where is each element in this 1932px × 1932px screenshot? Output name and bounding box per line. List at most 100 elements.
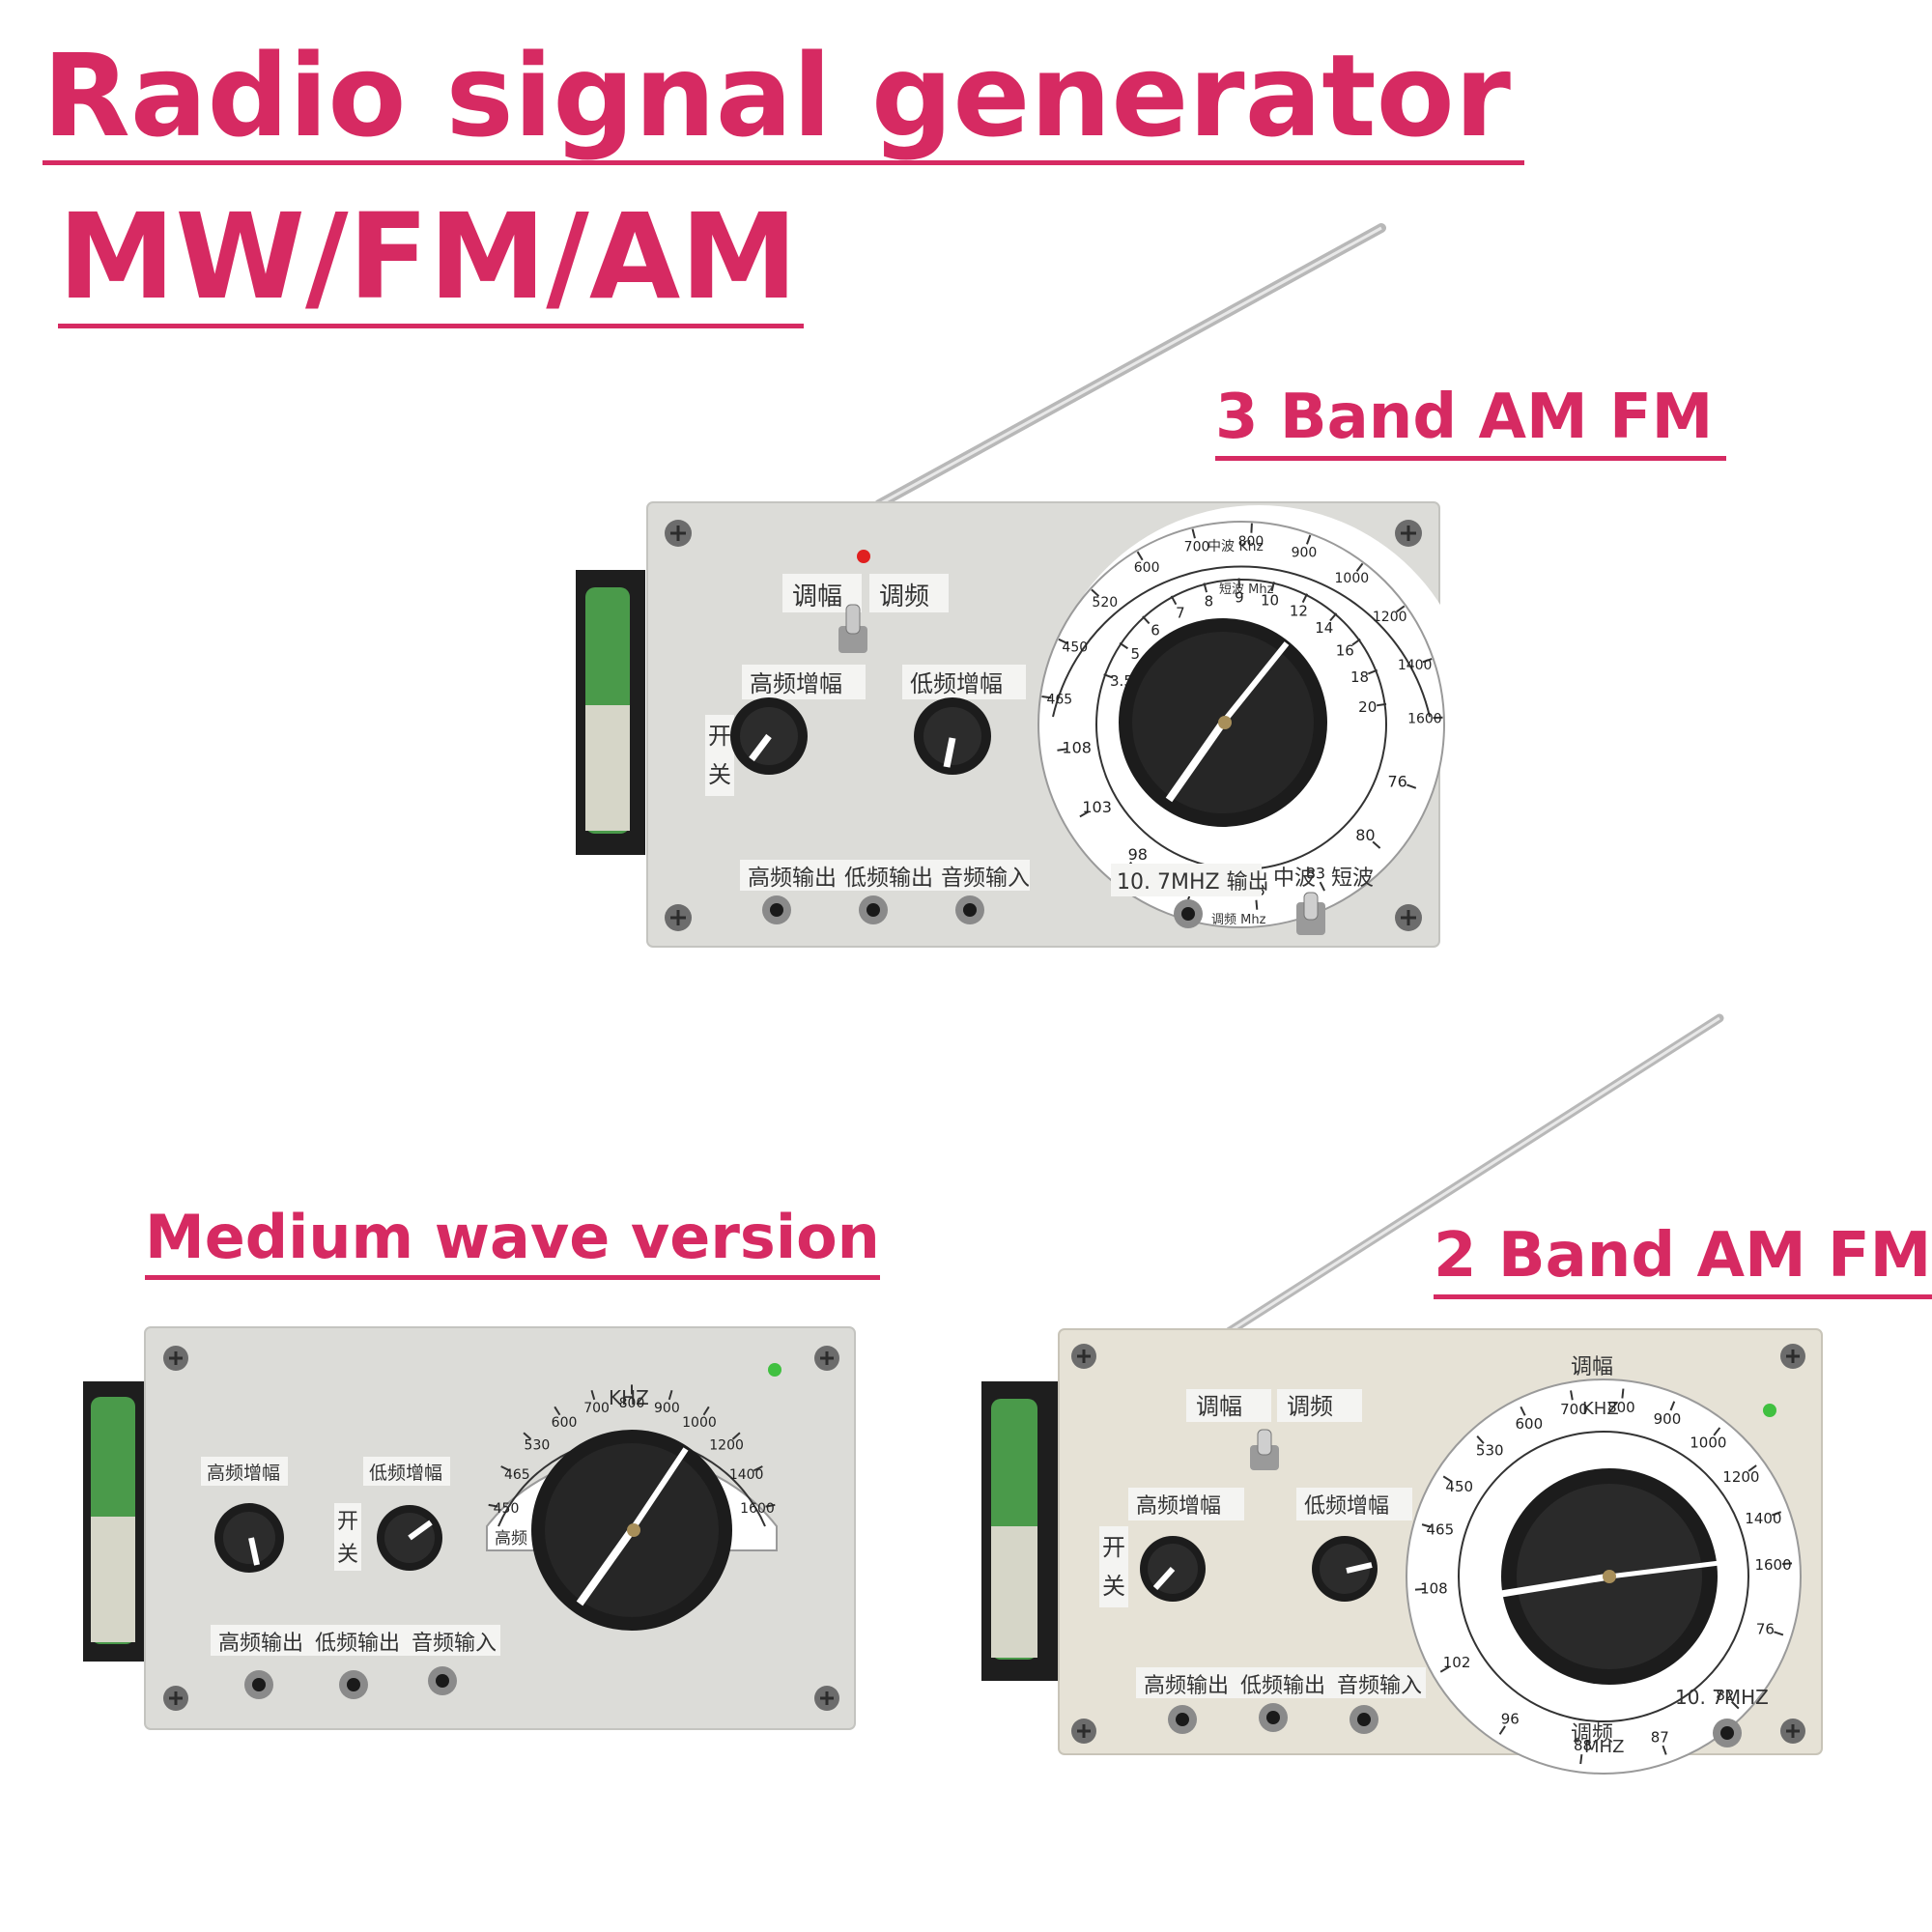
label-rf-out: 高频输出: [218, 1632, 303, 1656]
tuning-knob[interactable]: [1500, 1468, 1720, 1685]
label-lf-out: 低频输出: [1240, 1674, 1325, 1698]
dial-tick: [1439, 1665, 1450, 1673]
screw-icon: [163, 1686, 188, 1711]
mode-toggle-switch[interactable]: [838, 604, 867, 653]
dial-label: 1000: [1690, 1435, 1726, 1452]
dial-tick: [1774, 1631, 1784, 1636]
rf-out-jack[interactable]: [244, 1670, 273, 1699]
dial-label: 16: [1336, 641, 1354, 659]
lf-gain-knob[interactable]: [377, 1505, 442, 1571]
battery-holder: [83, 1381, 151, 1662]
if-out-jack[interactable]: [1174, 899, 1203, 928]
dial-label: 800: [1238, 534, 1264, 550]
dial-label: 76: [1387, 772, 1406, 790]
dial-tick: [1319, 881, 1325, 892]
tuning-knob[interactable]: [1119, 618, 1327, 827]
dial-label: 82: [1716, 1687, 1734, 1704]
dial-label: 1200: [1722, 1468, 1759, 1486]
dial-tick: [590, 1389, 596, 1401]
dial-tick: [1570, 1390, 1574, 1401]
lf-out-jack[interactable]: [339, 1670, 368, 1699]
dial-tick: [1203, 582, 1208, 593]
audio-in-jack[interactable]: [1350, 1705, 1378, 1734]
lf-out-jack[interactable]: [1259, 1703, 1288, 1732]
dial-label: 1400: [1745, 1510, 1781, 1527]
dial-tick: [1119, 641, 1128, 650]
screw-icon: [665, 520, 692, 547]
dial-mhz: MHZ: [1584, 1737, 1624, 1757]
caption-medium-wave: Medium wave version: [145, 1208, 880, 1280]
dial-tick: [488, 1503, 498, 1508]
label-sw: 短波: [1331, 867, 1374, 891]
dial-tick: [523, 1432, 532, 1440]
dial-label: 530: [525, 1438, 551, 1454]
dial-label: 1200: [1373, 610, 1407, 625]
dial-label: 7: [1176, 604, 1185, 621]
audio-in-jack[interactable]: [955, 895, 984, 924]
screw-icon: [1071, 1344, 1096, 1369]
dial-tick: [1520, 1406, 1526, 1416]
screw-icon: [814, 1686, 839, 1711]
label-power-off: 关: [708, 761, 731, 788]
dial-tick: [1058, 638, 1068, 644]
screw-icon: [814, 1346, 839, 1371]
dial-label: 9: [1235, 588, 1244, 606]
rf-out-jack[interactable]: [1168, 1705, 1197, 1734]
label-power-on: 开: [337, 1510, 358, 1534]
dial-unit: KHZ: [609, 1386, 649, 1409]
device-three-band: 调幅 调频 高频增幅 低频增幅 开 关 中波 Khz 短波 Mhz 调频 Mhz…: [576, 223, 1468, 948]
dial-khz: KHZ: [1582, 1399, 1619, 1419]
dial-tick: [1301, 593, 1309, 604]
rf-gain-knob[interactable]: [1140, 1536, 1206, 1602]
rf-gain-knob[interactable]: [730, 697, 808, 775]
lf-gain-knob[interactable]: [914, 697, 991, 775]
dial-tick: [1376, 702, 1387, 707]
dial-label: 20: [1358, 698, 1377, 716]
dial-tick: [1421, 1523, 1432, 1528]
dial-tick: [1781, 1562, 1793, 1566]
if-out-jack[interactable]: [1713, 1719, 1742, 1747]
dial-tick: [765, 1503, 776, 1508]
rf-gain-knob[interactable]: [214, 1503, 284, 1573]
dial-label: 14: [1315, 619, 1333, 637]
dial-label: 1400: [1398, 658, 1433, 673]
dial-label: 88: [1574, 1737, 1592, 1754]
lf-gain-knob[interactable]: [1312, 1536, 1378, 1602]
dial-label: 76: [1756, 1621, 1775, 1638]
rf-out-jack[interactable]: [762, 895, 791, 924]
tuning-knob[interactable]: [531, 1430, 732, 1631]
label-am-mode: 调幅: [1196, 1393, 1242, 1420]
lf-out-jack[interactable]: [859, 895, 888, 924]
dial-label: 900: [1654, 1410, 1682, 1428]
label-audio-in: 音频输入: [941, 866, 1030, 891]
band-toggle-switch[interactable]: [1296, 892, 1325, 935]
label-audio-in: 音频输入: [1337, 1674, 1422, 1698]
dial-label: 108: [1062, 739, 1092, 757]
label-lf-gain: 低频增幅: [1304, 1494, 1389, 1519]
dial-label: 700: [1184, 540, 1210, 555]
dial-tick: [1730, 1700, 1740, 1710]
dial-label: 900: [654, 1401, 680, 1416]
dial-label: 600: [1516, 1415, 1544, 1433]
dial-tick: [1270, 582, 1275, 592]
dial-tick: [668, 1389, 673, 1401]
dial-label: 1400: [729, 1467, 764, 1483]
dial-tick: [1305, 534, 1312, 545]
dial-label: 18: [1350, 668, 1369, 686]
label-lf-gain: 低频增幅: [910, 670, 1003, 697]
dial-tick: [1355, 562, 1364, 572]
headline-title: Radio signal generator: [43, 39, 1524, 165]
label-if-out: 10. 7MHZ 输出: [1117, 870, 1269, 895]
dial-label: 96: [1501, 1710, 1520, 1727]
dial-label: 1600: [740, 1501, 775, 1517]
dial-label: 800: [1607, 1399, 1635, 1416]
power-led: [857, 550, 870, 563]
dial-label: 103: [1082, 798, 1112, 816]
mode-toggle-switch[interactable]: [1250, 1429, 1279, 1470]
dial-tick: [1396, 605, 1406, 613]
label-if-freq: 10. 7MHZ: [1675, 1686, 1769, 1709]
dial-label: 700: [1560, 1401, 1588, 1418]
audio-in-jack[interactable]: [428, 1666, 457, 1695]
caption-2-band: 2 Band AM FM: [1434, 1225, 1932, 1299]
